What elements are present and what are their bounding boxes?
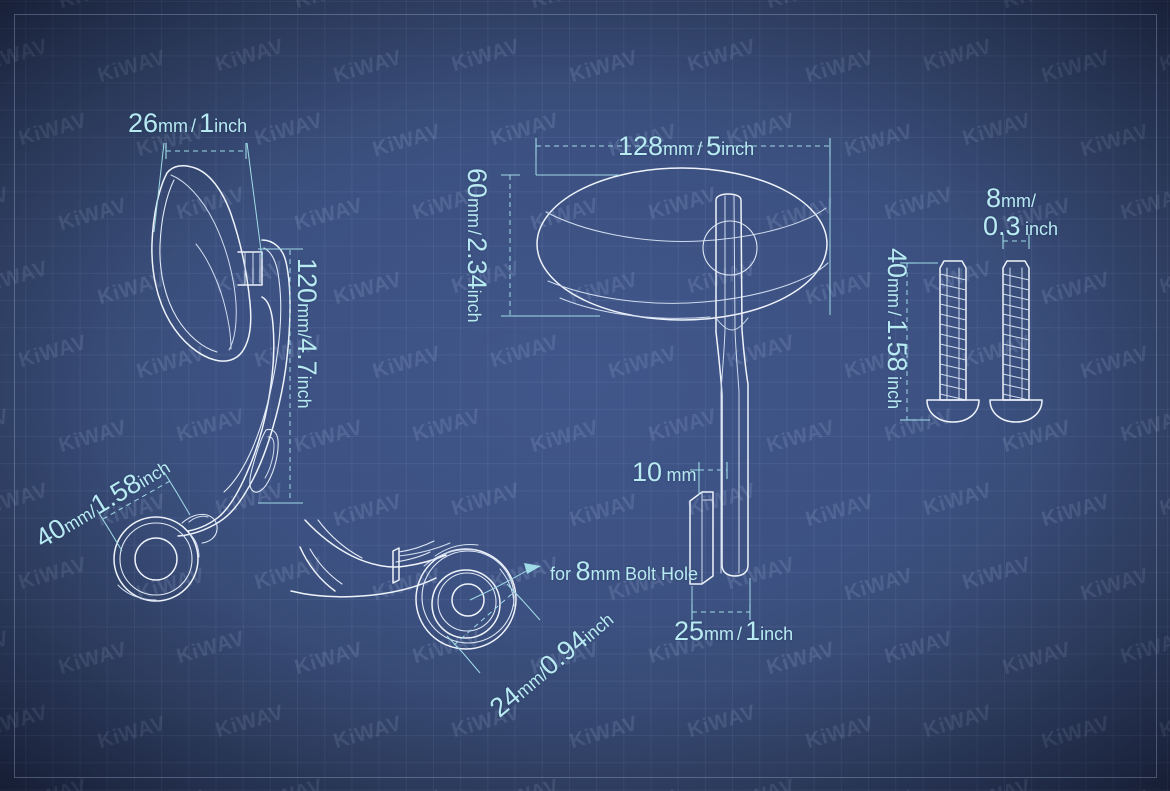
value-47: 4.7 xyxy=(292,338,322,376)
unit-mm: mm xyxy=(1001,191,1032,211)
unit-inch: inch xyxy=(1025,219,1059,239)
value-03: 0.3 xyxy=(983,211,1021,241)
hardware-bolt-right xyxy=(989,260,1043,423)
label-mirror-thickness: 26mm/1inch xyxy=(128,108,247,139)
unit-mm: mm xyxy=(294,303,314,334)
unit-inch: inch xyxy=(884,376,904,410)
dimension-assembly-height xyxy=(258,248,303,504)
label-bolt-hole-note: for 8mm Bolt Hole xyxy=(550,556,698,587)
label-mirror-width: 128mm/5inch xyxy=(618,131,754,162)
unit-mm: mm xyxy=(884,278,904,309)
side-view-mirror-assembly xyxy=(113,164,291,602)
dimension-bolt-diameter xyxy=(1002,234,1030,249)
unit-mm: mm xyxy=(158,116,189,136)
bottom-detail-mount-base xyxy=(290,519,517,650)
value-158: 1.58 xyxy=(882,319,912,372)
unit-inch: inch xyxy=(294,375,314,409)
separator: / xyxy=(464,230,484,236)
dimension-bolt-length xyxy=(900,262,938,421)
separator: / xyxy=(697,139,703,159)
unit-inch: inch xyxy=(721,139,755,159)
separator: / xyxy=(884,311,904,317)
separator: / xyxy=(1031,191,1037,211)
value-128: 128 xyxy=(618,131,664,161)
unit-mm: mm xyxy=(663,139,694,159)
label-mirror-height: 60mm/2.34inch xyxy=(461,168,492,323)
value-8: 8 xyxy=(575,556,591,586)
value-10: 10 xyxy=(632,457,663,487)
label-bolt-diameter-line1: 8mm/ xyxy=(986,183,1036,214)
dimension-base-depth xyxy=(691,578,751,620)
value-120: 120 xyxy=(292,258,322,304)
value-40: 40 xyxy=(882,248,912,279)
front-view-mirror xyxy=(536,167,829,585)
dimension-mirror-height xyxy=(501,174,600,317)
unit-mm: mm xyxy=(464,198,484,229)
separator: / xyxy=(737,624,743,644)
dimension-base-pad-offset xyxy=(690,462,728,495)
value-8: 8 xyxy=(986,183,1002,213)
unit-mm: mm xyxy=(704,624,735,644)
hardware-bolt-left xyxy=(926,260,980,423)
label-base-pad-offset: 10 mm xyxy=(632,457,697,488)
label-bolt-length: 40mm / 1.58 inch xyxy=(881,248,912,409)
value-60: 60 xyxy=(462,168,492,199)
value-1: 1 xyxy=(199,108,215,138)
separator: / xyxy=(191,116,197,136)
value-5: 5 xyxy=(706,131,722,161)
dimension-mirror-thickness xyxy=(153,142,263,259)
unit-inch: inch xyxy=(214,116,248,136)
label-base-depth: 25mm/1inch xyxy=(674,616,793,647)
value-25: 25 xyxy=(674,616,705,646)
dimension-bolt-hole-spacing xyxy=(446,583,541,674)
unit-inch: inch xyxy=(760,624,794,644)
value-234: 2.34 xyxy=(462,237,492,290)
value-26: 26 xyxy=(128,108,159,138)
dimension-mirror-width xyxy=(535,138,831,315)
leader-bolt-hole-note xyxy=(469,563,541,601)
label-bolt-diameter-line2: 0.3 inch xyxy=(983,211,1058,242)
value-1: 1 xyxy=(745,616,761,646)
unit-inch: inch xyxy=(464,289,484,323)
dimension-base-diameter xyxy=(96,471,191,552)
note-suffix: Bolt Hole xyxy=(624,564,698,584)
unit-mm: mm xyxy=(666,465,697,485)
unit-mm: mm xyxy=(590,564,621,584)
note-prefix: for xyxy=(550,564,572,584)
label-assembly-height: 120mm/4.7inch xyxy=(291,258,322,409)
